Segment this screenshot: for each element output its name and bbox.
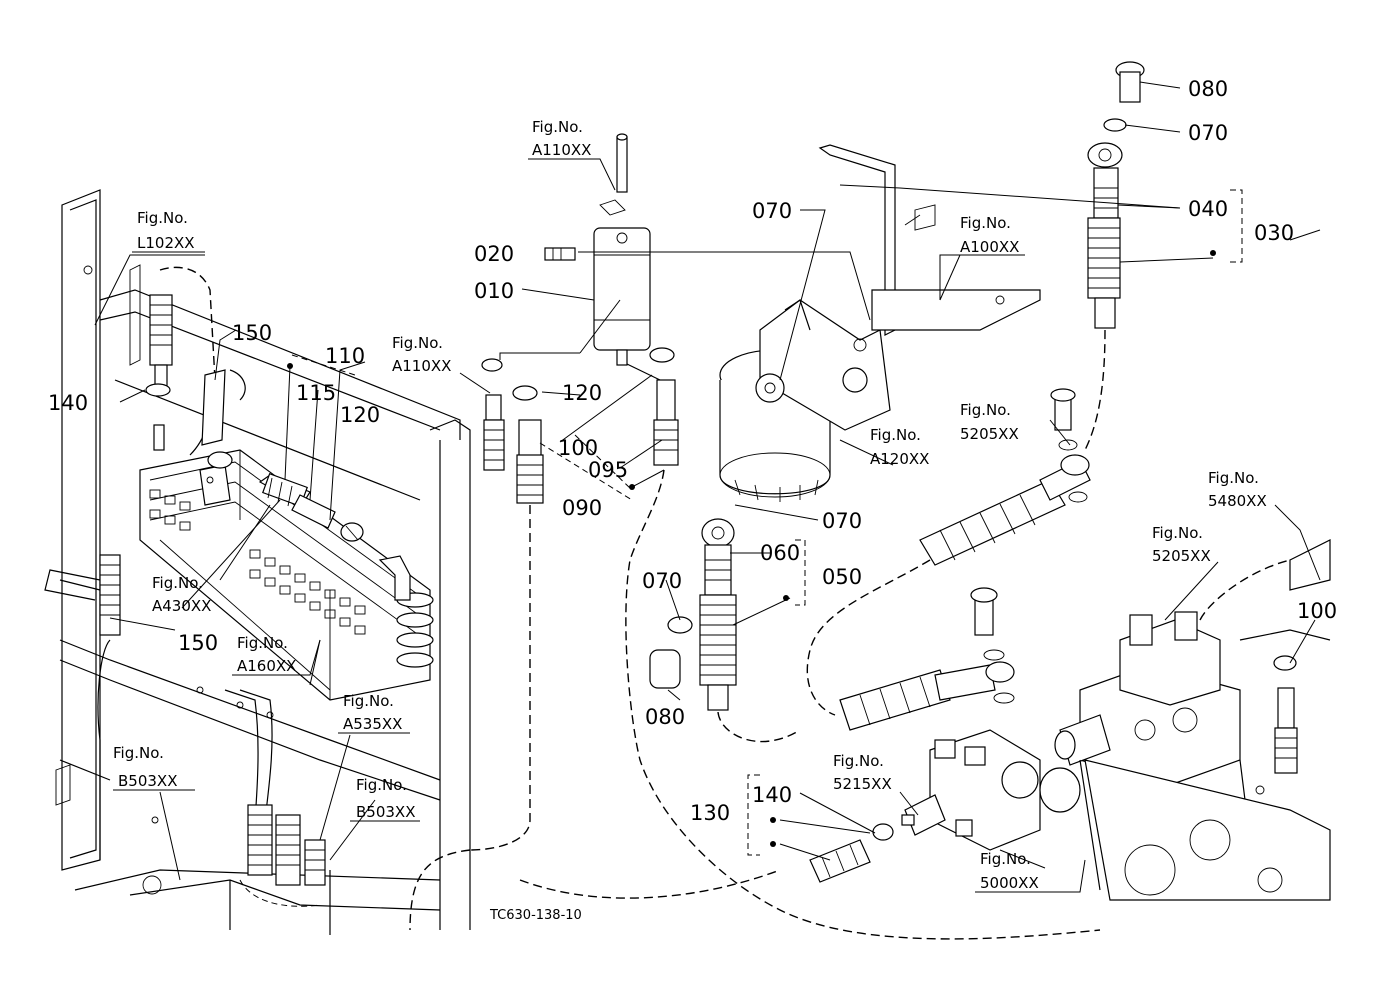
fig-ref-a430: Fig.No. A430XX — [152, 574, 211, 615]
left-hose-assembly — [44, 266, 273, 860]
svg-text:B503XX: B503XX — [118, 772, 177, 790]
svg-text:Fig.No.: Fig.No. — [1152, 524, 1203, 542]
fig-ref-l102: Fig.No. L102XX — [132, 209, 205, 253]
svg-text:Fig.No.: Fig.No. — [870, 426, 921, 444]
hose-130-assembly — [809, 814, 915, 883]
fuel-filter — [719, 299, 891, 502]
label-115: 115 — [296, 381, 336, 405]
label-090: 090 — [562, 496, 602, 520]
svg-text:A160XX: A160XX — [237, 657, 296, 675]
injection-pump — [1054, 539, 1331, 901]
svg-text:Fig.No.: Fig.No. — [980, 850, 1031, 868]
hose-050-assembly — [649, 518, 801, 743]
svg-text:A120XX: A120XX — [870, 450, 929, 468]
svg-text:Fig.No.: Fig.No. — [237, 634, 288, 652]
svg-text:Fig.No.: Fig.No. — [113, 744, 164, 762]
svg-text:Fig.No.: Fig.No. — [356, 776, 407, 794]
hose-diagonal-upper — [806, 388, 1091, 716]
label-080-top: 080 — [1188, 77, 1228, 101]
label-070-bottom: 070 — [822, 509, 862, 533]
fig-ref-a160: Fig.No. A160XX — [232, 634, 321, 676]
svg-text:Fig.No.: Fig.No. — [960, 214, 1011, 232]
mounting-bracket — [818, 144, 1041, 336]
svg-text:Fig.No.: Fig.No. — [343, 692, 394, 710]
hose-030-assembly — [1084, 61, 1145, 451]
label-120-center: 120 — [562, 381, 602, 405]
svg-text:A100XX: A100XX — [960, 238, 1019, 256]
label-060: 060 — [760, 541, 800, 565]
reference-dots — [287, 250, 1216, 847]
label-100-center: 100 — [558, 436, 598, 460]
svg-text:Fig.No.: Fig.No. — [152, 574, 203, 592]
fig-ref-5205-mid: Fig.No. 5205XX — [960, 401, 1019, 443]
label-020: 020 — [474, 242, 514, 266]
center-valve-assembly — [409, 133, 1101, 940]
label-050: 050 — [822, 565, 862, 589]
label-120-left: 120 — [340, 403, 380, 427]
hose-100-right — [1273, 655, 1298, 774]
label-095: 095 — [588, 458, 628, 482]
bottom-left-hoses — [239, 804, 326, 907]
svg-text:5000XX: 5000XX — [980, 874, 1039, 892]
fig-ref-a535: Fig.No. A535XX — [338, 692, 410, 734]
fig-ref-b503-left: Fig.No. B503XX — [113, 744, 195, 791]
feed-pump — [904, 729, 1081, 851]
svg-text:A110XX: A110XX — [532, 141, 591, 159]
label-030: 030 — [1254, 221, 1294, 245]
hose-110-assembly — [258, 472, 364, 542]
label-110: 110 — [325, 344, 365, 368]
svg-text:Fig.No.: Fig.No. — [137, 209, 188, 227]
svg-text:A110XX: A110XX — [392, 357, 451, 375]
drawing-code: TC630-138-10 — [489, 908, 582, 923]
svg-text:Fig.No.: Fig.No. — [532, 118, 583, 136]
part-number-labels: 080 070 040 030 070 020 010 120 100 095 … — [48, 77, 1337, 825]
svg-text:A430XX: A430XX — [152, 597, 211, 615]
fig-ref-a120: Fig.No. A120XX — [870, 426, 929, 468]
svg-text:A535XX: A535XX — [343, 715, 402, 733]
fig-ref-a100: Fig.No. A100XX — [960, 214, 1019, 256]
figure-references: Fig.No. L102XX Fig.No. A110XX Fig.No. A1… — [113, 118, 1267, 893]
label-070-top: 070 — [1188, 121, 1228, 145]
svg-text:5215XX: 5215XX — [833, 775, 892, 793]
fig-ref-5215: Fig.No. 5215XX — [833, 752, 892, 793]
label-040: 040 — [1188, 197, 1228, 221]
label-100-right: 100 — [1297, 599, 1337, 623]
svg-text:Fig.No.: Fig.No. — [833, 752, 884, 770]
fig-ref-5000: Fig.No. 5000XX — [975, 850, 1086, 893]
fig-ref-5205-right: Fig.No. 5205XX — [1152, 524, 1211, 565]
label-140-bottom: 140 — [752, 783, 792, 807]
oil-cooler — [139, 449, 434, 701]
svg-text:5480XX: 5480XX — [1208, 492, 1267, 510]
fig-ref-b503-mid: Fig.No. B503XX — [350, 776, 420, 822]
label-070-left: 070 — [642, 569, 682, 593]
label-150-bottom: 150 — [178, 631, 218, 655]
cooler-fins — [149, 489, 366, 635]
label-130: 130 — [690, 801, 730, 825]
leader-lines — [94, 81, 1321, 881]
fig-ref-a110-top: Fig.No. A110XX — [528, 118, 616, 191]
label-140-left: 140 — [48, 391, 88, 415]
svg-text:L102XX: L102XX — [137, 234, 195, 252]
fig-ref-5480: Fig.No. 5480XX — [1208, 469, 1267, 510]
frame-structure — [55, 189, 471, 935]
group-brackets — [291, 189, 1243, 856]
hose-diagonal-lower — [839, 587, 1015, 731]
svg-text:Fig.No.: Fig.No. — [960, 401, 1011, 419]
svg-text:5205XX: 5205XX — [960, 425, 1019, 443]
svg-text:Fig.No.: Fig.No. — [392, 334, 443, 352]
label-010: 010 — [474, 279, 514, 303]
label-080-bottom: 080 — [645, 705, 685, 729]
svg-text:5205XX: 5205XX — [1152, 547, 1211, 565]
svg-text:Fig.No.: Fig.No. — [1208, 469, 1259, 487]
svg-text:B503XX: B503XX — [356, 803, 415, 821]
fig-ref-a110-left: Fig.No. A110XX — [392, 334, 451, 375]
label-070-filter: 070 — [752, 199, 792, 223]
label-150-top: 150 — [232, 321, 272, 345]
